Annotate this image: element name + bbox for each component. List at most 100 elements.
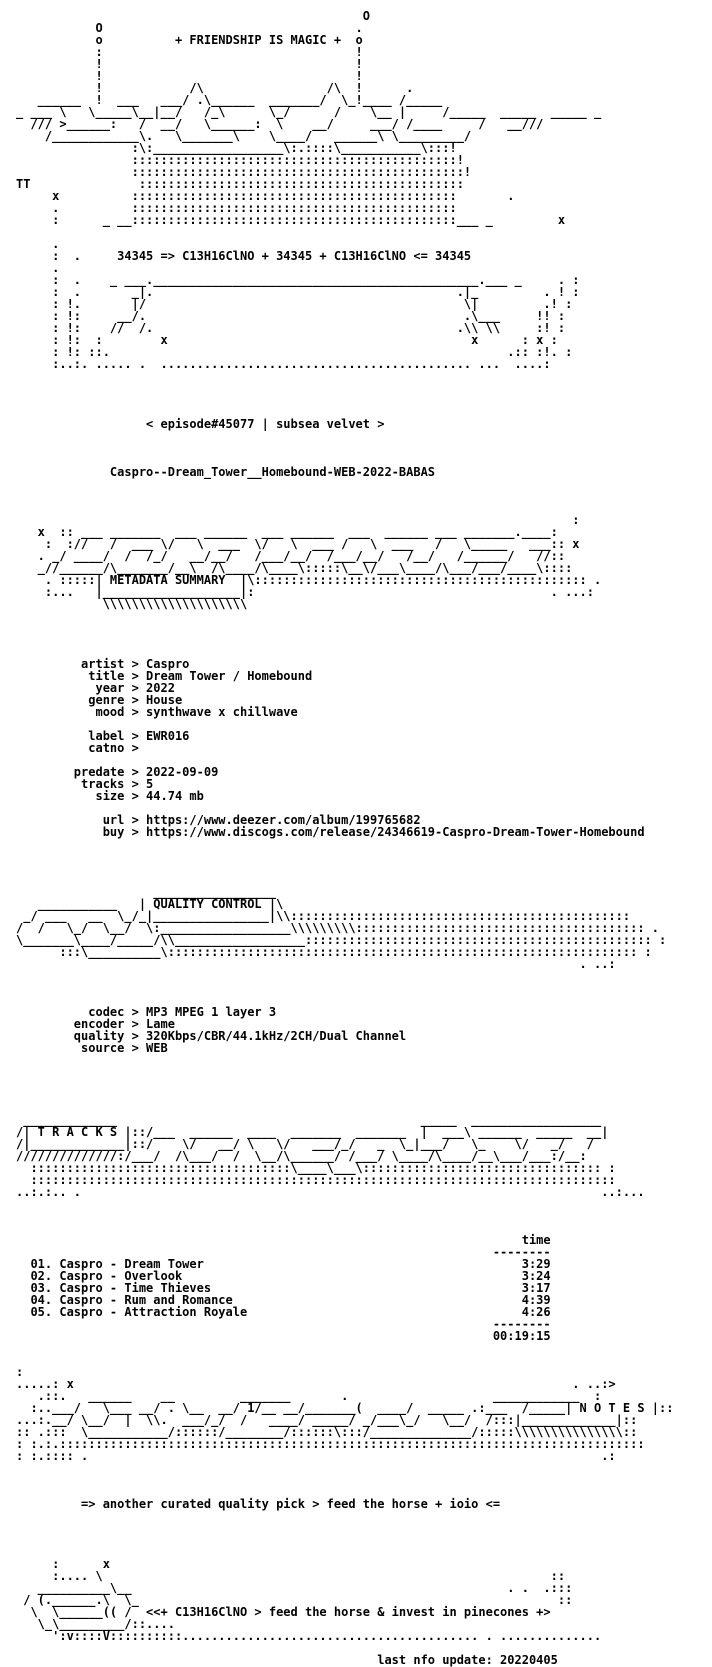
nfo-line bbox=[16, 478, 673, 490]
nfo-line: : :.:::: . .: bbox=[16, 1449, 616, 1463]
nfo-line bbox=[16, 622, 673, 634]
nfo-line: ______ ! ___ ___/ .\______ _______/ \_!_… bbox=[16, 93, 443, 107]
nfo-line bbox=[16, 1354, 673, 1366]
nfo-line: -------- bbox=[16, 1245, 551, 1259]
nfo-line: :..:. ..... . ..........................… bbox=[16, 357, 551, 371]
nfo-line: : . 34345 => C13H16ClNO + 34345 + C13H16… bbox=[16, 249, 472, 263]
nfo-line: /// >______: / __/ \______: \ __/ ___/ /… bbox=[16, 117, 544, 131]
nfo-line: time bbox=[16, 1233, 551, 1247]
nfo-line: buy > https://www.discogs.com/release/24… bbox=[16, 825, 645, 839]
nfo-line: : _ __::::::::::::::::::::::::::::::::::… bbox=[16, 213, 566, 227]
nfo-line: O bbox=[16, 9, 371, 23]
nfo-line: ::::::::::::::::::::::::::::::::::::\___… bbox=[16, 1161, 616, 1175]
nfo-line: x ::::::::::::::::::::::::::::::::::::::… bbox=[16, 189, 515, 203]
nfo-line: :: .::: \___________/::::::/________/:::… bbox=[16, 1425, 638, 1439]
nfo-line: : !. |/ \| .! : bbox=[16, 297, 573, 311]
nfo-line: . bbox=[16, 261, 60, 275]
nfo-line: year > 2022 bbox=[16, 681, 175, 695]
nfo-line bbox=[16, 862, 673, 874]
nfo-line bbox=[16, 610, 673, 622]
nfo-line: \_______\____/_____/\\__________________… bbox=[16, 933, 667, 947]
nfo-line: TT :::::::::::::::::::::::::::::::::::::… bbox=[16, 177, 464, 191]
nfo-line: o + FRIENDSHIP IS MAGIC + o bbox=[16, 33, 363, 47]
nfo-line: : bbox=[16, 1365, 24, 1379]
nfo-line bbox=[16, 1342, 673, 1354]
nfo-line bbox=[16, 1522, 673, 1534]
nfo-line bbox=[16, 1054, 673, 1066]
nfo-line: . ..: bbox=[16, 957, 616, 971]
nfo-line: : !: ::. .:: :!. : bbox=[16, 345, 573, 359]
nfo-line: label > EWR016 bbox=[16, 729, 190, 743]
nfo-line: __________\__ . . .::: bbox=[16, 1581, 573, 1595]
nfo-line: artist > Caspro bbox=[16, 657, 190, 671]
nfo-line: . bbox=[16, 237, 60, 251]
nfo-line: _/ ___ __ \_/_|________________|\\::::::… bbox=[16, 909, 631, 923]
nfo-line: ::::::::::::::::::::::::::::::::::::::::… bbox=[16, 1173, 623, 1187]
nfo-line: x :: ___ _______ ___ ______ ___ ______ _… bbox=[16, 525, 558, 539]
nfo-line bbox=[16, 634, 673, 646]
nfo-line bbox=[16, 850, 673, 862]
nfo-line: predate > 2022-09-09 bbox=[16, 765, 219, 779]
nfo-line bbox=[16, 1066, 673, 1078]
nfo-line: _ ___ \ \_____\__|__/ /_\ \_/ / \__ | /_… bbox=[16, 105, 602, 119]
nfo-line: ':v::::V::::::::::......................… bbox=[16, 1629, 602, 1643]
nfo-line: _________________ bbox=[16, 885, 277, 899]
nfo-line: //////////////:/___/ /\___/ / \__/\_____… bbox=[16, 1149, 587, 1163]
nfo-line bbox=[16, 1534, 673, 1546]
nfo-line: title > Dream Tower / Homebound bbox=[16, 669, 313, 683]
nfo-line: quality > 320Kbps/CBR/44.1kHz/2CH/Dual C… bbox=[16, 1029, 407, 1043]
nfo-line: _____________ _____ __________________ bbox=[16, 1113, 602, 1127]
nfo-line: ___________ | QUALITY CONTROL |\ bbox=[16, 897, 284, 911]
nfo-line: \ \______(( / <<+ C13H16ClNO > feed the … bbox=[16, 1605, 551, 1619]
nfo-line: \\\\\\\\\\\\\\\\\\\\ bbox=[16, 597, 248, 611]
nfo-line bbox=[16, 382, 673, 394]
nfo-line: :.... \ :: bbox=[16, 1569, 566, 1583]
nfo-line: / (.______.\ \_ :: bbox=[16, 1593, 573, 1607]
nfo-line bbox=[16, 430, 673, 442]
nfo-line: ! ! bbox=[16, 57, 363, 71]
nfo-line bbox=[16, 1090, 673, 1102]
nfo-line: : . _|. .|_ . ! : bbox=[16, 285, 580, 299]
nfo-line: .....: x . ..:> bbox=[16, 1377, 616, 1391]
nfo-line: / / \_/ \__/ \:__________________\\\\\\\… bbox=[16, 921, 659, 935]
nfo-line bbox=[16, 490, 673, 502]
nfo-line: 00:19:15 bbox=[16, 1329, 551, 1343]
nfo-line: encoder > Lame bbox=[16, 1017, 175, 1031]
nfo-line: -------- bbox=[16, 1317, 551, 1331]
nfo-line: 05. Caspro - Attraction Royale 4:26 bbox=[16, 1305, 551, 1319]
nfo-line: . _/ ____/ / /_/ __/__/ /___/__/ /___/__… bbox=[16, 549, 566, 563]
nfo-line: mood > synthwave x chillwave bbox=[16, 705, 298, 719]
nfo-line: : ! bbox=[16, 45, 363, 59]
nfo-line: :::\__________\:::::::::::::::::::::::::… bbox=[16, 945, 652, 959]
nfo-line: size > 44.74 mb bbox=[16, 789, 204, 803]
nfo-line: 03. Caspro - Time Thieves 3:17 bbox=[16, 1281, 551, 1295]
nfo-line bbox=[16, 1462, 673, 1474]
nfo-line: 02. Caspro - Overlook 3:24 bbox=[16, 1269, 551, 1283]
nfo-line: ..:.:.. . ..:... bbox=[16, 1185, 645, 1199]
nfo-line: . ::::::::::::::::::::::::::::::::::::::… bbox=[16, 201, 508, 215]
nfo-line bbox=[16, 1210, 673, 1222]
nfo-line: : !: // /. .\\ \\ :! : bbox=[16, 321, 566, 335]
nfo-line: Caspro--Dream_Tower__Homebound-WEB-2022-… bbox=[16, 465, 436, 479]
nfo-line: : !: __/. .\___ !! : bbox=[16, 309, 566, 323]
nfo-line: . :::::| METADATA SUMMARY |\::::::::::::… bbox=[16, 573, 602, 587]
nfo-line: => another curated quality pick > feed t… bbox=[16, 1497, 501, 1511]
nfo-line bbox=[16, 1474, 673, 1486]
nfo-line: < episode#45077 | subsea velvet > bbox=[16, 417, 385, 431]
nfo-line bbox=[16, 442, 673, 454]
nfo-line bbox=[16, 1642, 673, 1654]
nfo-line: ! ! bbox=[16, 69, 363, 83]
nfo-line bbox=[16, 1510, 673, 1522]
nfo-line: ...:.__/ \__/ | \\. ___/_/ / ____/ _____… bbox=[16, 1413, 638, 1427]
nfo-line: /____________\. \_______\ \____/ ______\… bbox=[16, 129, 472, 143]
nfo-line: last nfo update: 20220405 bbox=[16, 1653, 558, 1667]
nfo-line: _//______/\_______/__\ /\____/\____\::::… bbox=[16, 561, 573, 575]
nfo-line: ! /\ /\ ! . bbox=[16, 81, 414, 95]
nfo-line: :..___/ \___ __/ . \__ __/ 1/__ __/_____… bbox=[16, 1401, 674, 1415]
nfo-text-block: O O . o + FRIENDSHIP IS MAGIC + o : ! ! … bbox=[16, 10, 673, 1666]
nfo-line bbox=[16, 970, 673, 982]
nfo-line: 01. Caspro - Dream Tower 3:29 bbox=[16, 1257, 551, 1271]
nfo-line: :... |___________________|: . ...: bbox=[16, 585, 594, 599]
nfo-line bbox=[16, 226, 673, 238]
nfo-line bbox=[16, 370, 673, 382]
